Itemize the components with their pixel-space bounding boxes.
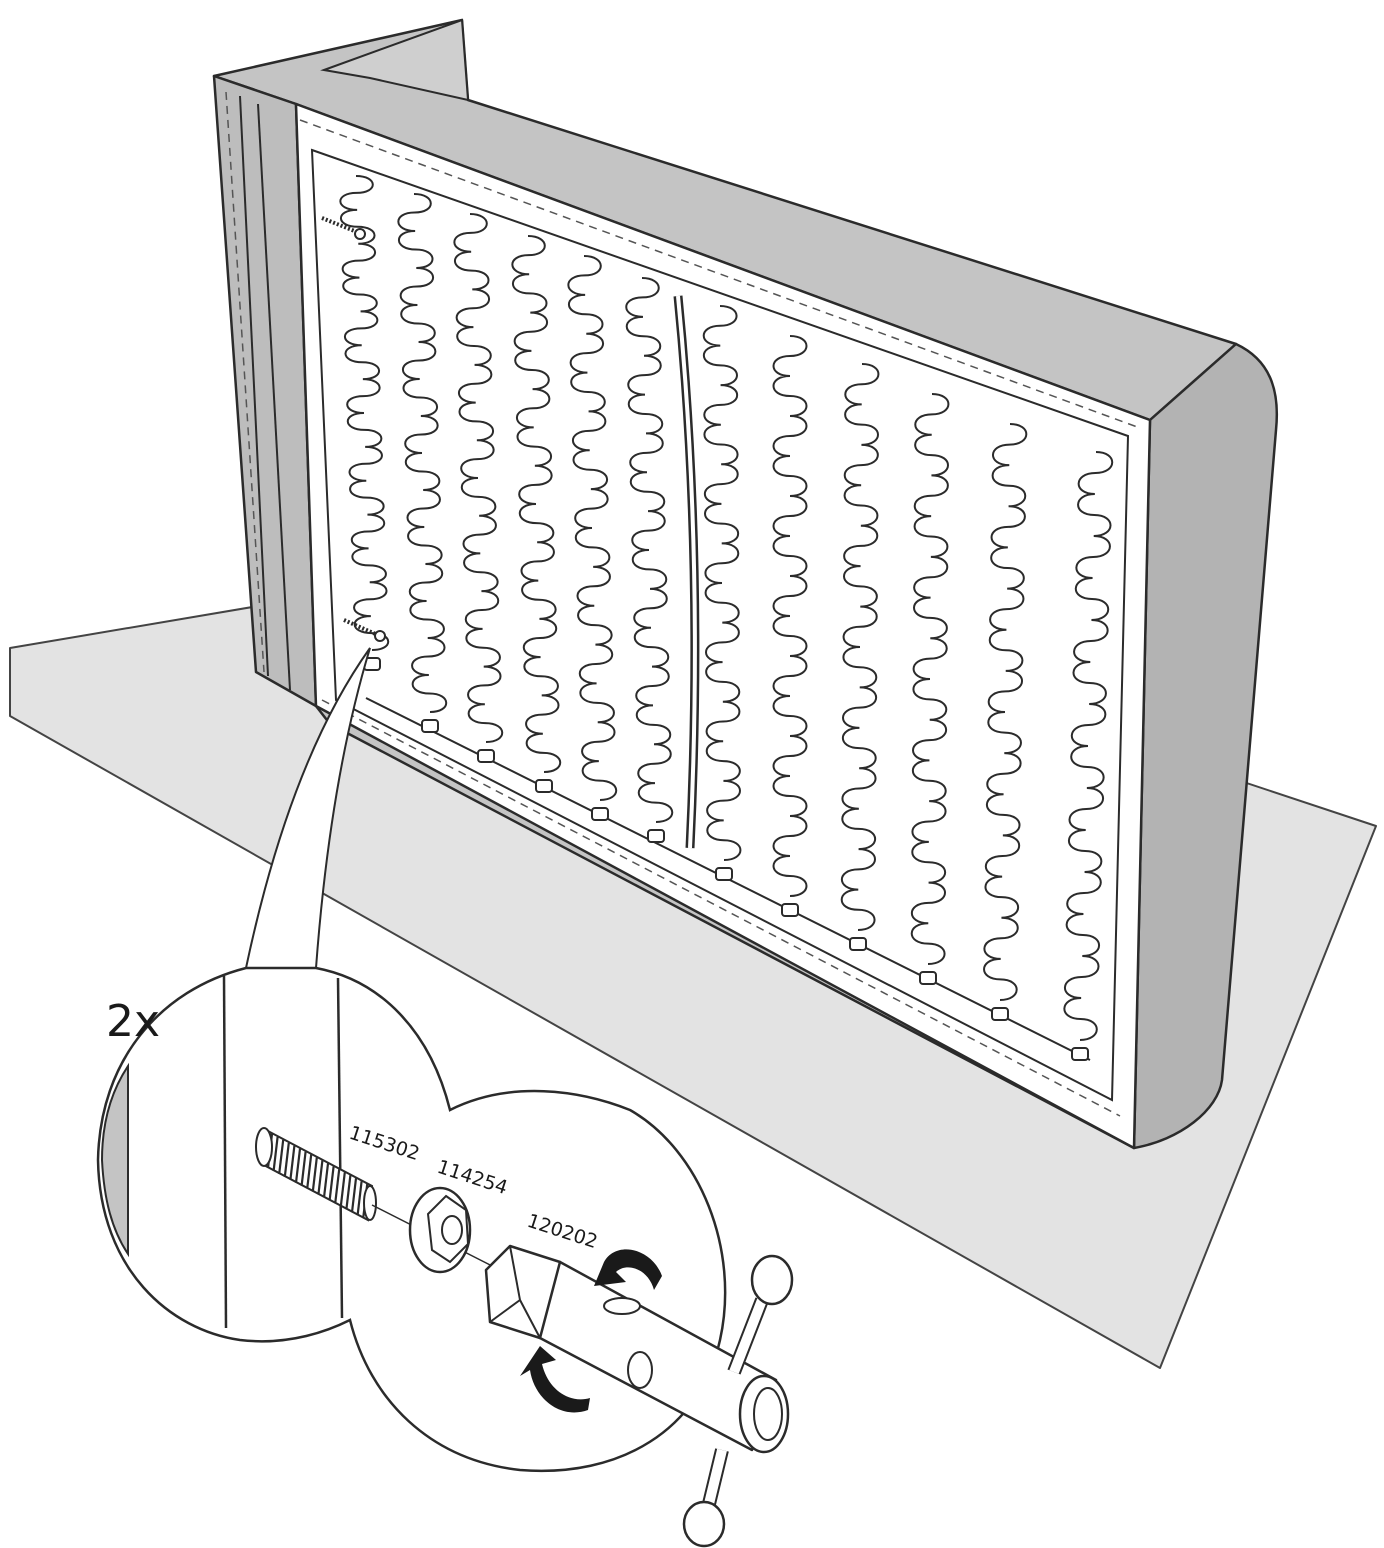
bolt-marker-upper — [321, 216, 366, 240]
flange-nut-part — [408, 1186, 472, 1274]
spring-clip — [991, 1007, 1009, 1021]
quantity-label: 2x — [106, 996, 160, 1047]
spring — [339, 175, 390, 651]
bolt-thread — [311, 1157, 318, 1192]
spring-clip — [919, 971, 937, 985]
bolt-thread — [317, 1160, 324, 1195]
spring-clip — [715, 867, 733, 881]
spring — [772, 335, 808, 897]
bolt-thread — [356, 1181, 363, 1216]
spring — [567, 255, 618, 801]
bolt-thread — [289, 1145, 296, 1180]
spring-clip — [781, 903, 799, 917]
bolt-thread — [334, 1169, 341, 1204]
bolt-thread — [294, 1148, 302, 1183]
spring — [625, 277, 674, 823]
bolt-thread — [300, 1151, 307, 1186]
spring-clip — [591, 807, 609, 821]
spring-rows — [337, 172, 1116, 1061]
bolt-thread — [283, 1142, 290, 1177]
spring-clip — [1071, 1047, 1089, 1061]
bolt-thread — [345, 1175, 352, 1210]
spring — [397, 193, 448, 713]
bolt-thread — [322, 1163, 330, 1198]
spring-clip — [535, 779, 553, 793]
spring-clip — [647, 829, 665, 843]
spring-clip — [849, 937, 867, 951]
bolt-thread — [350, 1178, 358, 1213]
spring — [910, 393, 950, 965]
spring-clip — [421, 719, 439, 733]
spring — [453, 213, 504, 743]
spring — [840, 363, 880, 931]
bolt-marker-lower — [343, 618, 386, 642]
spring-clip — [477, 749, 495, 763]
spring — [1063, 451, 1114, 1041]
bolt-thread — [328, 1166, 335, 1201]
bolt-part — [255, 1127, 377, 1222]
rotate-arrow-icon — [520, 1249, 662, 1413]
bolt-thread — [272, 1136, 279, 1172]
bolt-thread — [339, 1172, 346, 1207]
bolt-thread — [278, 1139, 285, 1175]
spring — [511, 235, 562, 773]
spring — [983, 423, 1028, 1001]
spring — [702, 305, 742, 861]
socket-wrench-part — [484, 1244, 794, 1548]
bolt-thread — [306, 1154, 313, 1189]
